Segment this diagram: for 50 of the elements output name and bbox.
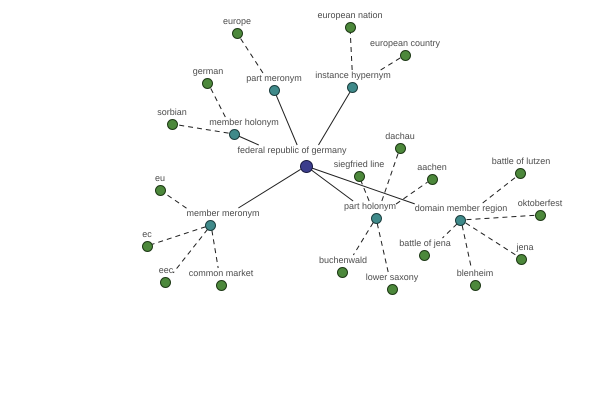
- dashed-connector-line: [240, 37, 264, 74]
- node-label: battle of lutzen: [492, 156, 550, 167]
- node-label: federal republic of germany: [237, 145, 347, 156]
- dashed-connector-line: [381, 152, 399, 202]
- dashed-connector-line: [380, 57, 401, 70]
- node-label: sorbian: [157, 107, 187, 118]
- dashed-connector-line: [376, 222, 389, 272]
- connector-line: [238, 168, 301, 208]
- node-label: aachen: [417, 162, 447, 173]
- node-label: siegfried line: [334, 159, 384, 170]
- dashed-connector-line: [152, 226, 206, 245]
- dashed-connector-line: [176, 124, 230, 134]
- dashed-connector-line: [210, 87, 226, 118]
- connector-line: [238, 136, 260, 146]
- dashed-connector-line: [465, 222, 518, 257]
- node-label: eu: [154, 173, 165, 184]
- connector-line: [276, 94, 298, 146]
- dashed-connector-line: [462, 224, 472, 268]
- node-label: jena: [516, 242, 534, 253]
- node-label: common market: [188, 268, 254, 279]
- node-label: buchenwald: [318, 255, 368, 266]
- node-label: blenheim: [456, 268, 494, 279]
- node-label: battle of jena: [399, 238, 451, 249]
- connector-line: [312, 168, 416, 204]
- node-label: lower saxony: [366, 272, 418, 283]
- dashed-connector-line: [466, 214, 535, 220]
- connector-line: [310, 169, 354, 202]
- node-label: member meronym: [186, 208, 260, 219]
- node-label: part meronym: [246, 73, 302, 84]
- node-label: member holonym: [209, 117, 279, 128]
- node-label: part holonym: [344, 201, 396, 212]
- dashed-connector-line: [211, 230, 219, 268]
- dashed-connector-line: [360, 180, 370, 202]
- connector-line: [318, 91, 351, 146]
- node-label: ec: [142, 229, 152, 240]
- node-label: europe: [222, 16, 252, 27]
- dashed-connector-line: [172, 228, 208, 274]
- node-label: eec: [158, 265, 174, 276]
- dashed-connector-line: [482, 176, 518, 204]
- dashed-connector-line: [396, 182, 428, 205]
- node-label: oktoberfest: [518, 198, 562, 209]
- node-label: domain member region: [414, 203, 508, 214]
- node-label: german: [192, 66, 224, 77]
- dashed-connector-line: [442, 223, 458, 238]
- node-label: european country: [370, 38, 440, 49]
- dashed-connector-line: [350, 32, 353, 70]
- dashed-connector-line: [352, 222, 374, 256]
- node-label: european nation: [317, 10, 383, 21]
- node-label: dachau: [385, 131, 415, 142]
- node-label: instance hypernym: [315, 70, 391, 81]
